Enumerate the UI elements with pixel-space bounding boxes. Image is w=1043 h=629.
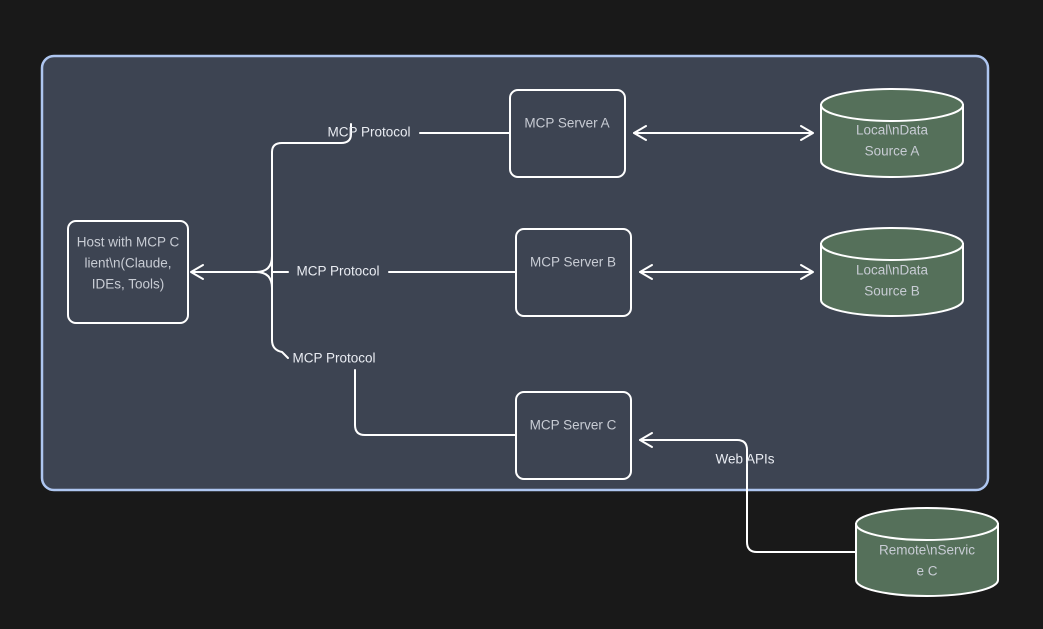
edge-label-mcp-protocol-a: MCP Protocol [327,125,410,140]
connector-remote-service-to-server-c [639,439,857,553]
data-source-b-cylinder-body[interactable] [820,243,964,317]
node-remote-service-c[interactable]: Remote\nServic e C [855,507,999,597]
mcp-server-b-box-shape[interactable] [515,228,632,317]
mcp-server-a-box-shape[interactable] [509,89,626,178]
arrowhead-data-source-b-right [800,264,814,280]
mcp-server-c-box-shape[interactable] [515,391,632,480]
arrowhead-server-b-left [639,264,653,280]
edge-label-web-apis: Web APIs [715,452,774,467]
data-source-b-label-line-1: Local\nData [856,263,929,278]
data-source-a-cylinder-top [820,88,964,122]
edge-label-mcp-protocol-c: MCP Protocol [292,351,375,366]
host-label-line-1: Host with MCP C [77,235,180,250]
arrowhead-server-a-left [633,125,647,141]
edge-label-mcp-protocol-b: MCP Protocol [296,264,379,279]
arrowhead-data-source-a-right [800,125,814,141]
host-label-line-3: IDEs, Tools) [92,277,165,292]
remote-service-c-cylinder-top [855,507,999,541]
remote-service-c-cylinder-body[interactable] [855,523,999,597]
host-label-line-2: lient\n(Claude, [84,256,171,271]
connector-protocol-c-to-server-c [354,369,517,436]
data-source-a-cylinder-body[interactable] [820,104,964,178]
node-local-data-source-a[interactable]: Local\nData Source A [820,88,964,178]
host-box-shape[interactable] [67,220,189,324]
mcp-server-c-label: MCP Server C [530,418,617,433]
mcp-server-b-label: MCP Server B [530,255,616,270]
arrowhead-into-server-c [639,432,653,448]
arrowhead-into-host [190,264,204,280]
remote-service-c-label-line-1: Remote\nServic [879,543,975,558]
data-source-a-label-line-2: Source A [865,144,920,159]
connector-trunk-junction-lower [255,271,273,289]
node-host-with-mcp-client[interactable]: Host with MCP C lient\n(Claude, IDEs, To… [67,220,189,324]
data-source-a-label-line-1: Local\nData [856,123,929,138]
connector-host-server-c [271,339,289,359]
node-mcp-server-c[interactable]: MCP Server C [515,391,632,480]
remote-service-c-label-line-2: e C [916,564,937,579]
data-source-b-label-line-2: Source B [864,284,920,299]
data-source-b-cylinder-top [820,227,964,261]
node-mcp-server-b[interactable]: MCP Server B [515,228,632,317]
connector-host-server-a [271,123,352,153]
node-mcp-server-a[interactable]: MCP Server A [509,89,626,178]
mcp-server-a-label: MCP Server A [524,116,609,131]
node-local-data-source-b[interactable]: Local\nData Source B [820,227,964,317]
